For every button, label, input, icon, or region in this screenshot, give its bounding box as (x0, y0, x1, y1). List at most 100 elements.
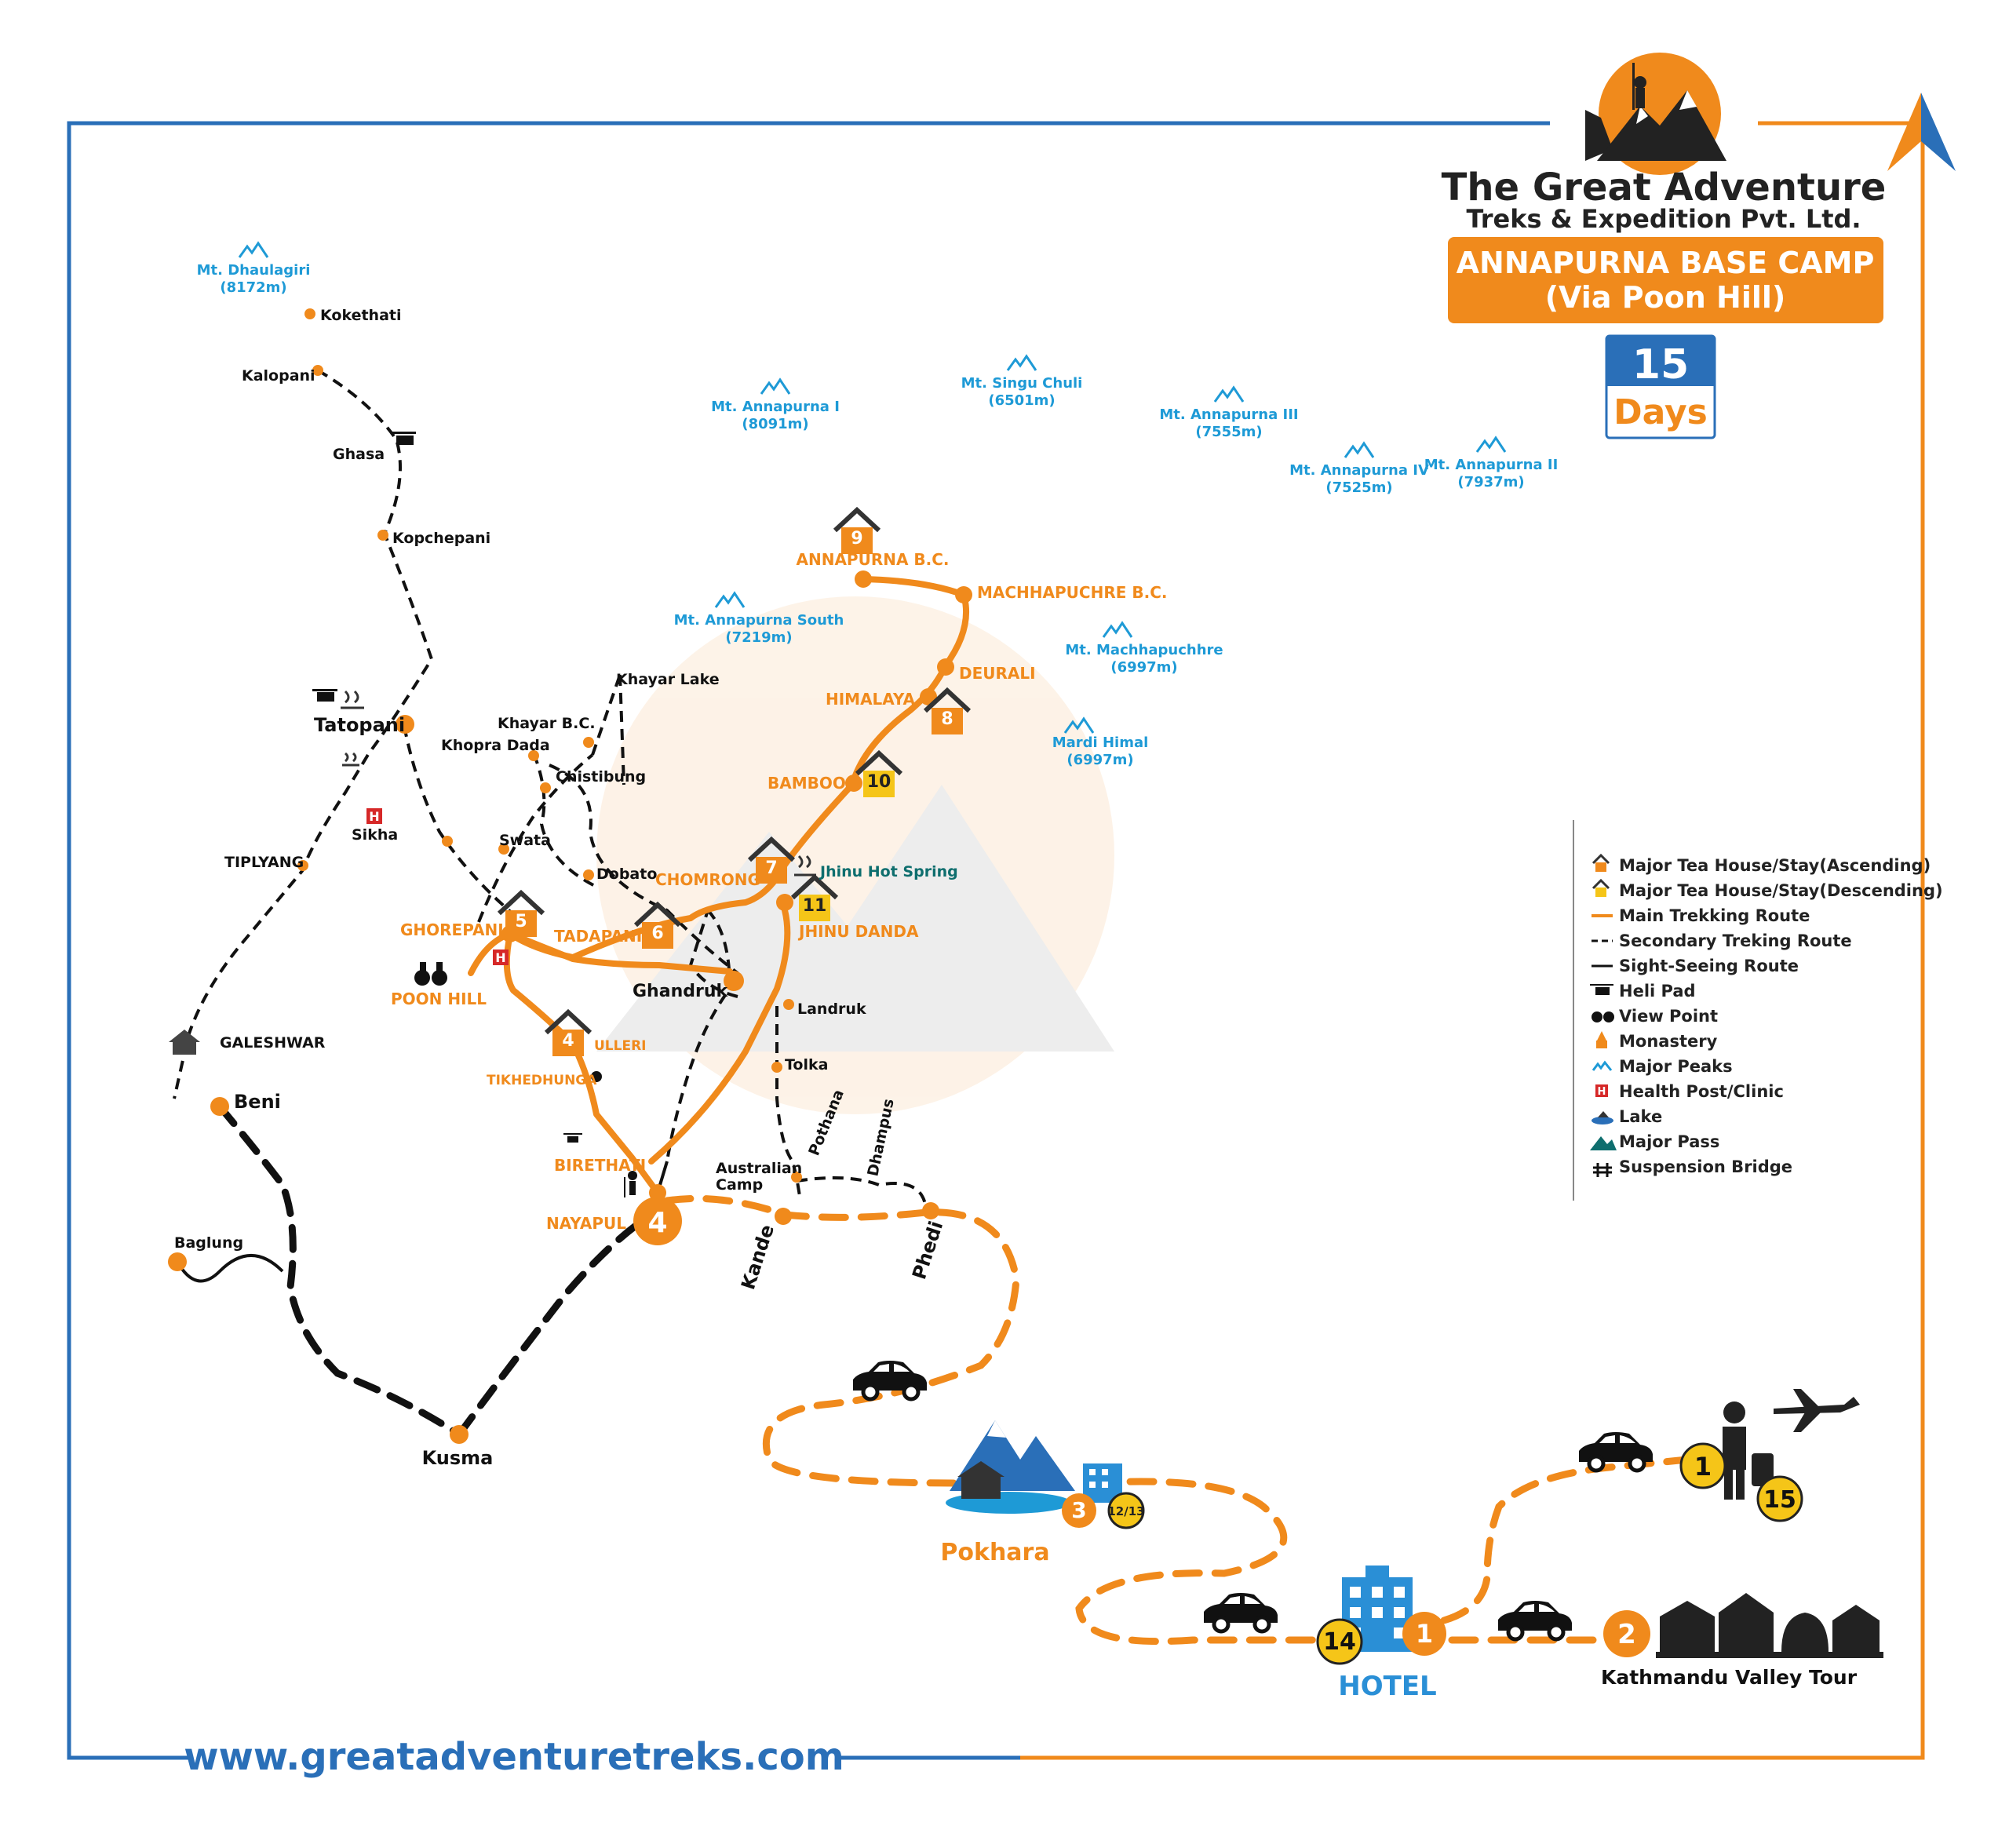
tea-house-jhinu: 11 (793, 877, 837, 921)
legend-label-pass: Major Pass (1619, 1132, 1719, 1151)
label-tiplyang: TIPLYANG (224, 854, 304, 871)
bus-route-to-beni (216, 1103, 655, 1438)
days-label: Days (1613, 392, 1708, 432)
label-ghasa: Ghasa (333, 446, 385, 463)
peak-annapurna2-name: Mt. Annapurna II (1424, 457, 1559, 473)
tea-house-abc: 9 (835, 510, 879, 554)
day-marker-abc: 9 (851, 529, 862, 549)
secondary-routes (173, 369, 928, 1209)
label-kalopani: Kalopani (242, 367, 315, 385)
main-driving-route (663, 1194, 1691, 1646)
peak-icon (1213, 386, 1245, 403)
peak-annapurna4-name: Mt. Annapurna IV (1289, 462, 1429, 479)
day-marker-airport-out: 15 (1763, 1486, 1796, 1514)
svg-text:H: H (495, 950, 505, 965)
label-pokhara: Pokhara (940, 1539, 1049, 1566)
label-tolka: Tolka (785, 1056, 828, 1073)
day-marker-airport-in: 1 (1694, 1452, 1712, 1482)
peak-annapurna1-name: Mt. Annapurna I (711, 399, 840, 415)
label-tadapani: TADAPANI (554, 927, 642, 946)
label-australian-camp-1: Australian (716, 1160, 802, 1177)
peak-annapurnasouth-height: (7219m) (725, 629, 792, 646)
label-khayar-lake: Khayar Lake (616, 671, 720, 688)
day-marker-ulleri: 4 (562, 1031, 574, 1051)
car-icon (1579, 1432, 1653, 1471)
peak-labels: Mt. Dhaulagiri (8172m) Mt. Annapurna I (… (197, 242, 1559, 768)
kathmandu-marker: 2 (1603, 1610, 1650, 1657)
label-baglung: Baglung (174, 1234, 243, 1252)
peak-icon (760, 378, 791, 395)
peak-machhapuchhre-name: Mt. Machhapuchhre (1065, 642, 1223, 658)
trek-title-line1: ANNAPURNA BASE CAMP (1457, 246, 1875, 280)
helicopter-icon (312, 689, 337, 702)
label-kusma: Kusma (422, 1447, 494, 1469)
orange-place-labels: ANNAPURNA B.C. MACHHAPUCHRE B.C. DEURALI… (391, 550, 1167, 1566)
peak-annapurna4-height: (7525m) (1325, 479, 1392, 496)
peak-icon (1344, 442, 1375, 459)
legend-label-viewpoint: View Point (1619, 1007, 1718, 1026)
company-logo-icon (1585, 53, 1726, 175)
svg-text:H: H (1598, 1086, 1606, 1098)
small-dots (297, 308, 802, 1183)
day-marker-himalaya: 8 (941, 709, 953, 729)
peak-annapurna3-name: Mt. Annapurna III (1159, 406, 1298, 423)
hotel-markers: 14 1 (1316, 1612, 1446, 1665)
car-icon (1498, 1601, 1572, 1639)
day-marker-hotel-in: 1 (1416, 1619, 1433, 1649)
trek-title-box: ANNAPURNA BASE CAMP (Via Poon Hill) (1448, 237, 1883, 323)
tea-house-himalaya: 8 (925, 691, 969, 734)
helicopter-icon (563, 1133, 582, 1143)
label-poon-hill: POON HILL (391, 990, 487, 1008)
svg-text:H: H (369, 809, 379, 824)
label-phedi: Phedi (908, 1219, 947, 1282)
label-deurali: DEURALI (959, 664, 1036, 683)
day-marker-tadapani: 6 (651, 924, 663, 943)
label-tatopani: Tatopani (314, 714, 405, 736)
label-kande: Kande (737, 1222, 778, 1292)
legend-label-secondary-route: Secondary Treking Route (1619, 931, 1852, 950)
health-post-icon: H (493, 950, 509, 965)
legend-label-helipad: Heli Pad (1619, 982, 1696, 1001)
legend-helicopter-icon (1590, 984, 1613, 995)
label-kathmandu-valley-tour: Kathmandu Valley Tour (1601, 1666, 1858, 1689)
label-jhinu-hot-spring: Jhinu Hot Spring (819, 863, 958, 880)
peak-annapurna1-height: (8091m) (742, 416, 808, 432)
day-marker-kathmandu: 2 (1617, 1619, 1636, 1650)
legend-label-main-route: Main Trekking Route (1619, 906, 1810, 925)
monastery-icon (169, 1030, 200, 1055)
legend-house-orange-icon (1592, 853, 1610, 872)
trekker-icon (624, 1171, 637, 1197)
label-kokethati: Kokethati (320, 307, 401, 324)
peak-annapurnasouth-name: Mt. Annapurna South (674, 612, 844, 629)
label-chistibung: Chistibung (556, 768, 646, 785)
car-icon (1204, 1593, 1278, 1631)
label-jhinu-danda: JHINU DANDA (797, 922, 919, 941)
car-icon (853, 1361, 927, 1399)
tea-house-bamboo: 10 (857, 753, 901, 797)
legend-house-yellow-icon (1592, 878, 1610, 897)
traveler-icon (1723, 1401, 1774, 1500)
label-ghandruk: Ghandruk (633, 982, 728, 1001)
days-number: 15 (1632, 341, 1689, 388)
map-legend: Major Tea House/Stay(Ascending) Major Te… (1573, 820, 1943, 1201)
peak-mardihimal-name: Mardi Himal (1052, 734, 1149, 751)
label-swata: Swata (499, 832, 551, 849)
label-landruk: Landruk (797, 1001, 866, 1018)
health-post-icon: H (366, 808, 382, 824)
legend-binoculars-icon (1592, 1011, 1614, 1022)
airplane-icon (1774, 1389, 1860, 1432)
pokhara-markers: 3 12/13 (1062, 1492, 1145, 1529)
peak-icon (238, 242, 269, 259)
label-mbc: MACHHAPUCHRE B.C. (977, 583, 1167, 602)
legend-label-monastery: Monastery (1619, 1032, 1718, 1051)
legend-label-lake: Lake (1619, 1107, 1662, 1126)
website-url[interactable]: www.greatadventuretreks.com (184, 1735, 844, 1779)
peak-icon (1102, 621, 1133, 639)
peak-annapurna2-height: (7937m) (1457, 474, 1524, 490)
day-marker-ghorepani: 5 (515, 912, 527, 931)
airport-markers: 1 15 (1679, 1442, 1803, 1522)
legend-pass-icon (1590, 1136, 1617, 1150)
peak-singuchuli-height: (6501m) (988, 392, 1055, 409)
binoculars-icon (414, 962, 447, 986)
